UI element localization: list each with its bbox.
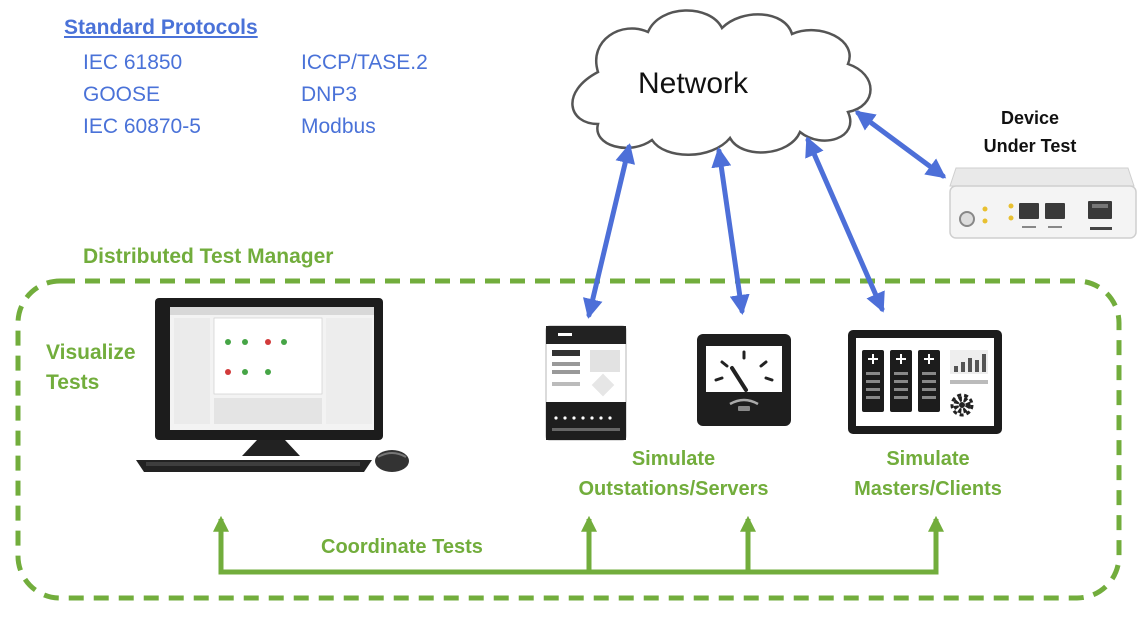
dut-label-line: Under Test bbox=[983, 136, 1077, 156]
protocol-item: IEC 61850 bbox=[83, 51, 183, 74]
simulate-masters-label: Simulate Masters/Clients bbox=[838, 444, 1018, 504]
visualize-label-line: Tests bbox=[46, 371, 100, 394]
coordinate-bus bbox=[212, 515, 945, 575]
device-hardware-icon bbox=[949, 167, 1137, 239]
protocol-item: ICCP/TASE.2 bbox=[301, 51, 428, 74]
arrow-outstation-network bbox=[582, 143, 636, 319]
arrow-meter-network bbox=[711, 147, 750, 315]
outstation-label-line: Outstations/Servers bbox=[578, 478, 769, 500]
dut-label-line: Device bbox=[1000, 108, 1060, 128]
protocol-item: GOOSE bbox=[83, 83, 161, 106]
meter-gauge-icon bbox=[697, 334, 791, 426]
simulate-outstations-label: Simulate Outstations/Servers bbox=[566, 444, 781, 504]
device-under-test-label: Device Under Test bbox=[968, 104, 1092, 160]
coordinate-tests-label: Coordinate Tests bbox=[321, 536, 483, 558]
arrow-masters-network bbox=[805, 136, 885, 313]
computer-icon bbox=[136, 298, 409, 472]
protocol-item: Modbus bbox=[301, 115, 376, 138]
arrow-network-dut bbox=[854, 110, 947, 179]
dtm-boundary bbox=[15, 278, 1122, 601]
server-device-icon bbox=[545, 325, 627, 441]
visualize-tests-label: Visualize Tests bbox=[46, 338, 136, 398]
visualize-label-line: Visualize bbox=[46, 341, 136, 364]
masters-label-line: Masters/Clients bbox=[854, 478, 1002, 500]
gear-icon bbox=[950, 393, 974, 417]
masters-label-line: Simulate bbox=[886, 448, 970, 470]
network-label: Network bbox=[638, 67, 749, 100]
protocol-item: IEC 60870-5 bbox=[83, 115, 201, 138]
distributed-test-manager-label: Distributed Test Manager bbox=[83, 245, 334, 268]
master-panel-icon bbox=[848, 330, 1002, 434]
protocol-item: DNP3 bbox=[301, 83, 358, 106]
protocols-title: Standard Protocols bbox=[64, 16, 258, 39]
outstation-label-line: Simulate bbox=[631, 448, 716, 470]
